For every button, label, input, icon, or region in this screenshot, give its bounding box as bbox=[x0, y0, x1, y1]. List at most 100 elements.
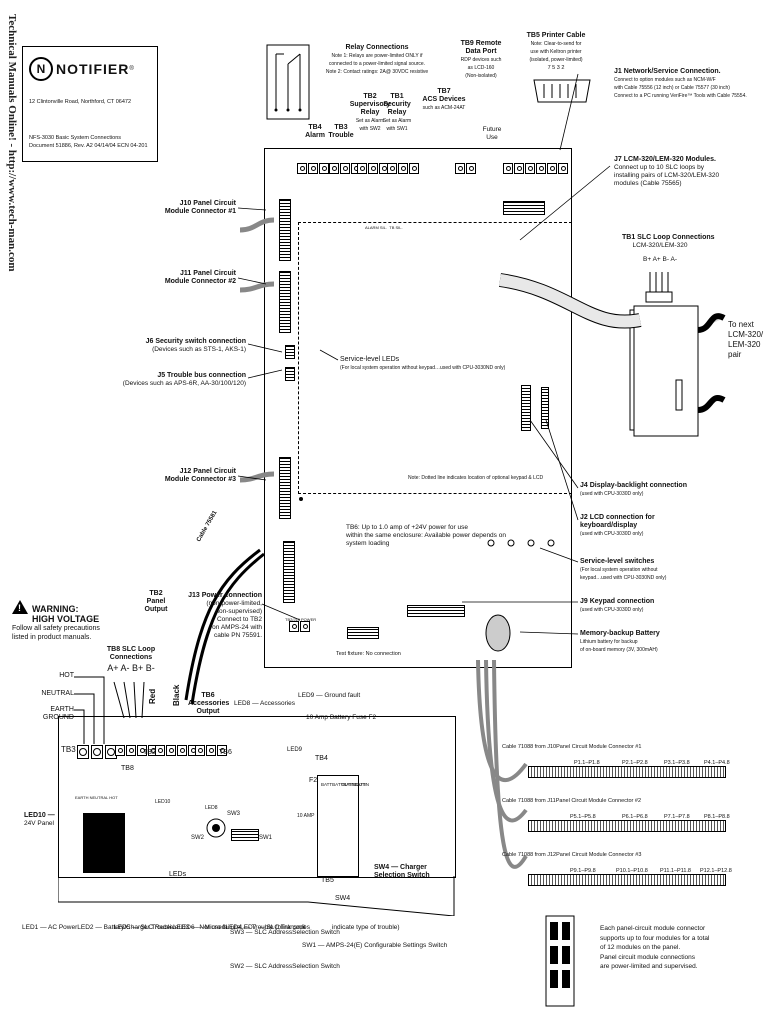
ribbon-j10 bbox=[528, 766, 726, 778]
segment-p7: P7.1–P7.8 bbox=[664, 814, 690, 820]
j12-connector[interactable] bbox=[279, 457, 291, 519]
tb6-psu-terminal[interactable] bbox=[195, 745, 228, 756]
tb3-terminal[interactable] bbox=[329, 163, 362, 174]
segment-p8: P8.1–P8.8 bbox=[704, 814, 730, 820]
j5-connector[interactable] bbox=[285, 367, 295, 381]
j4-connector[interactable] bbox=[521, 385, 531, 431]
j13-connector[interactable] bbox=[283, 541, 295, 603]
tb2-relay-terminal[interactable] bbox=[357, 163, 390, 174]
sw1-legend: SW1 — AMPS-24(E) Configurable Settings S… bbox=[302, 942, 448, 949]
j7-connector[interactable] bbox=[503, 201, 545, 215]
optional-keypad-outline bbox=[298, 222, 572, 494]
tb4-terminal[interactable] bbox=[297, 163, 330, 174]
segment-p12: P12.1–P12.8 bbox=[700, 868, 732, 874]
service-switches[interactable] bbox=[487, 539, 555, 547]
tb7-terminal[interactable] bbox=[455, 163, 477, 174]
tb1-relay-terminal[interactable] bbox=[387, 163, 420, 174]
alarm-sil-leds: ALARM SIL. TB SIL. bbox=[365, 225, 403, 230]
lcm-ribbon-cable bbox=[498, 273, 642, 329]
power-cable bbox=[184, 548, 265, 705]
tb2-psu-terminal[interactable] bbox=[155, 745, 199, 756]
j9-keypad-connector[interactable] bbox=[407, 605, 465, 617]
led-legend-col2: LED5 — SLC ReceiveLED6 — Micro failureLE… bbox=[114, 924, 306, 931]
j6-connector[interactable] bbox=[285, 345, 295, 359]
slc-wires bbox=[113, 681, 145, 719]
relay-symbol-icon bbox=[266, 44, 310, 120]
tb8-terminal[interactable] bbox=[115, 745, 159, 756]
battery-terminal-labels: BATTBATTBATTBATT bbox=[321, 782, 366, 787]
sw4-tag: SW4 bbox=[335, 895, 351, 902]
sw3-dip-switch[interactable] bbox=[231, 829, 259, 841]
memory-battery-icon bbox=[485, 614, 511, 652]
transformer bbox=[83, 813, 125, 873]
led8-tag: LED8 bbox=[205, 805, 218, 811]
led10-label: LED10 —24V Panel bbox=[24, 812, 55, 827]
dotted-line-note: Note: Dotted line indicates location of … bbox=[408, 475, 544, 481]
switch-icon bbox=[487, 539, 495, 547]
led-legend-col1: LED1 — AC PowerLED2 — Battery/Charger Tr… bbox=[22, 924, 400, 931]
segment-p2: P2.1–P2.8 bbox=[622, 760, 648, 766]
tb9-terminal[interactable] bbox=[503, 163, 569, 174]
fuse-label: 10 Amp Battery Fuse F2 bbox=[306, 714, 377, 721]
tb3-tag: TB3 bbox=[61, 745, 76, 754]
tb6-board-terminal[interactable] bbox=[289, 621, 311, 632]
j13-power-label: J13 Power connection(non-power-limited,n… bbox=[188, 592, 262, 639]
panel-circuit-ribbons bbox=[239, 217, 275, 483]
cable-j11-label: Cable 71088 from J11Panel Circuit Module… bbox=[502, 798, 642, 804]
j11-connector[interactable] bbox=[279, 271, 291, 333]
tb4-tag: TB4 bbox=[315, 755, 328, 762]
j13-board-text: TB2/J13 POWER bbox=[285, 617, 317, 622]
j2-connector[interactable] bbox=[541, 387, 549, 429]
sw1-tag: SW1 bbox=[259, 835, 273, 841]
main-control-board: ALARM SIL. TB SIL. TB2/J13 POWER bbox=[264, 148, 572, 668]
ac-wires bbox=[74, 676, 105, 744]
test-fixture-connector bbox=[347, 627, 379, 639]
sw2-legend: SW2 — SLC AddressSelection Switch bbox=[230, 963, 340, 970]
j6-label: J6 Security switch connection(Devices su… bbox=[145, 338, 246, 353]
tb2-tag: TB2 bbox=[143, 749, 156, 756]
cable-j10-label: Cable 71088 from J10Panel Circuit Module… bbox=[502, 744, 642, 750]
document-number: Document 51886, Rev. A2 04/14/04 ECN 04-… bbox=[29, 143, 148, 149]
segment-p3: P3.1–P3.8 bbox=[664, 760, 690, 766]
cable-bundle bbox=[476, 660, 528, 869]
battery-terminals[interactable] bbox=[317, 775, 359, 877]
battery-inout-labels: OUTINOUTIN bbox=[341, 782, 369, 787]
ribbon-j12 bbox=[528, 874, 726, 886]
segment-p6: P6.1–P6.8 bbox=[622, 814, 648, 820]
company-address: 12 Clintonville Road, Northford, CT 0647… bbox=[29, 99, 132, 105]
tb3-terminal[interactable] bbox=[77, 745, 117, 759]
hot-label: HOT bbox=[59, 672, 74, 679]
switch-icon bbox=[547, 539, 555, 547]
switch-icon bbox=[527, 539, 535, 547]
panel-module-connector-icon bbox=[545, 915, 575, 1007]
sw2-rotary-switch[interactable] bbox=[205, 817, 227, 839]
j7-lcm-lem-label: J7 LCM-320/LEM-320 Modules. Connect up t… bbox=[614, 156, 720, 187]
j1-network-service-label: J1 Network/Service Connection. Connect t… bbox=[614, 68, 747, 99]
j9-label: J9 Keypad connection(used with CPU-3030D… bbox=[580, 598, 655, 613]
segment-p1: P1.1–P1.8 bbox=[574, 760, 600, 766]
j4-label: J4 Display-backlight connection(used wit… bbox=[580, 482, 687, 497]
j10-connector[interactable] bbox=[279, 199, 291, 261]
led10-tag: LED10 bbox=[155, 799, 171, 805]
f2-tag: F2 bbox=[309, 777, 318, 784]
led8-accessories-label: LED8 — Accessories bbox=[234, 700, 296, 707]
document-title: NFS-3030 Basic System Connections bbox=[29, 135, 122, 141]
j5-label: J5 Trouble bus connection(Devices such a… bbox=[122, 372, 246, 387]
